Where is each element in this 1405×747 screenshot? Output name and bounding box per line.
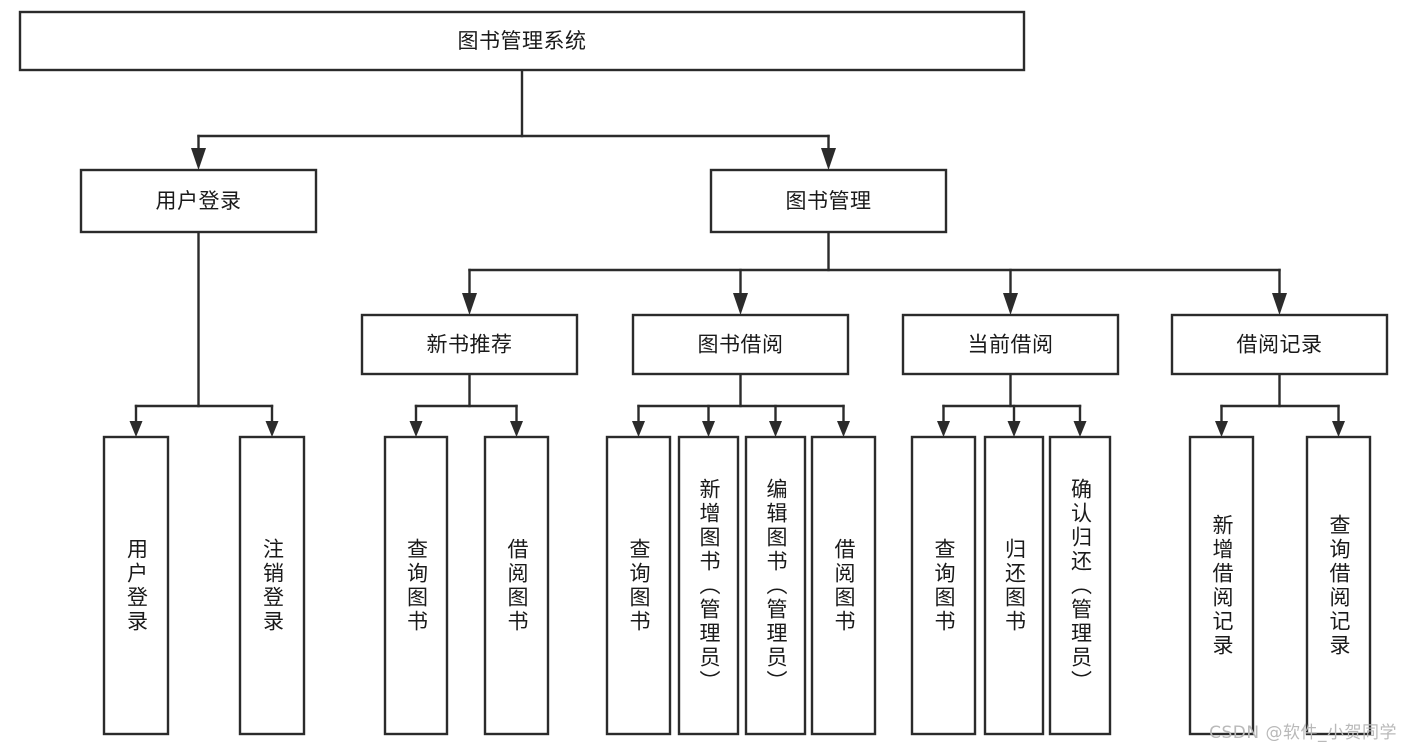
- node-label-leaf-user-login: 用户登录: [124, 537, 149, 634]
- node-label-leaf-query-book-2: 查询图书: [627, 537, 651, 634]
- level3-node-box[interactable]: [360, 313, 579, 376]
- arrow-head-leaf-query-book-3: [937, 421, 950, 437]
- arrow-head-leaf-query-book-1: [409, 421, 423, 437]
- node-label-root: 图书管理系统: [458, 29, 587, 53]
- arrow-head-leaf-add-record: [1215, 421, 1228, 437]
- node-leaf-add-book[interactable]: [677, 435, 740, 736]
- node-label-new-book-recommend: 新书推荐: [427, 333, 513, 357]
- node-label-leaf-query-record: 查询借阅记录: [1327, 513, 1351, 658]
- arrow-head-leaf-logout-login: [265, 421, 279, 437]
- node-user-login[interactable]: 用户登录: [79, 168, 318, 234]
- leaf-node-box[interactable]: [483, 435, 550, 736]
- arrow-head-new-book-recommend: [462, 293, 477, 315]
- node-label-leaf-confirm-return: 确认归还（管理员）: [1068, 477, 1093, 694]
- level3-node-box[interactable]: [631, 313, 850, 376]
- node-label-leaf-logout-login: 注销登录: [260, 537, 285, 634]
- node-leaf-user-login[interactable]: [102, 435, 170, 736]
- leaf-node-box[interactable]: [1048, 435, 1112, 736]
- node-book-manage[interactable]: 图书管理: [709, 168, 948, 234]
- node-leaf-query-book-1[interactable]: [383, 435, 449, 736]
- leaf-node-box[interactable]: [102, 435, 170, 736]
- node-label-book-borrow: 图书借阅: [698, 333, 784, 357]
- leaf-node-box[interactable]: [810, 435, 877, 736]
- node-label-book-manage: 图书管理: [786, 189, 872, 213]
- arrow-head-borrow-record: [1272, 293, 1287, 315]
- node-label-leaf-query-book-1: 查询图书: [404, 537, 429, 634]
- leaf-node-box[interactable]: [1305, 435, 1372, 736]
- node-label-leaf-add-book: 新增图书（管理员）: [697, 477, 721, 694]
- leaf-node-box[interactable]: [910, 435, 977, 736]
- watermark: CSDN @软件_小贺同学: [1209, 723, 1397, 743]
- node-leaf-add-record[interactable]: [1188, 435, 1255, 736]
- arrow-head-leaf-borrow-book-2: [837, 421, 850, 437]
- node-label-leaf-borrow-book-2: 借阅图书: [832, 537, 856, 634]
- arrow-head-leaf-user-login: [129, 421, 143, 437]
- node-leaf-borrow-book-2[interactable]: [810, 435, 877, 736]
- node-new-book-recommend[interactable]: 新书推荐: [360, 313, 579, 376]
- node-borrow-record[interactable]: 借阅记录: [1170, 313, 1389, 376]
- node-label-leaf-borrow-book-1: 借阅图书: [505, 537, 529, 634]
- node-leaf-logout-login[interactable]: [238, 435, 306, 736]
- node-label-leaf-edit-book: 编辑图书（管理员）: [764, 477, 788, 694]
- node-current-borrow[interactable]: 当前借阅: [901, 313, 1120, 376]
- level2-node-box[interactable]: [709, 168, 948, 234]
- node-leaf-query-record[interactable]: [1305, 435, 1372, 736]
- node-leaf-edit-book[interactable]: [744, 435, 807, 736]
- arrow-head-leaf-edit-book: [769, 421, 782, 437]
- node-label-user-login: 用户登录: [156, 189, 242, 213]
- node-label-borrow-record: 借阅记录: [1237, 333, 1323, 357]
- leaf-node-box[interactable]: [983, 435, 1045, 736]
- node-label-leaf-add-record: 新增借阅记录: [1210, 513, 1234, 658]
- arrow-head-leaf-add-book: [702, 421, 715, 437]
- arrow-head-book-borrow: [733, 293, 748, 315]
- leaf-node-box[interactable]: [677, 435, 740, 736]
- arrow-head-leaf-borrow-book-1: [510, 421, 523, 437]
- node-root[interactable]: 图书管理系统: [18, 10, 1026, 72]
- arrow-head-book-manage: [821, 148, 836, 170]
- arrow-head-leaf-query-record: [1332, 421, 1345, 437]
- leaf-node-box[interactable]: [238, 435, 306, 736]
- level2-node-box[interactable]: [79, 168, 318, 234]
- edges-layer: [129, 68, 1345, 437]
- leaf-node-box[interactable]: [1188, 435, 1255, 736]
- node-label-leaf-return-book: 归还图书: [1002, 537, 1027, 634]
- leaf-node-box[interactable]: [605, 435, 672, 736]
- node-label-leaf-query-book-3: 查询图书: [932, 537, 956, 634]
- arrow-head-leaf-confirm-return: [1073, 421, 1087, 437]
- level3-node-box[interactable]: [901, 313, 1120, 376]
- arrow-head-user-login: [191, 148, 206, 170]
- node-leaf-borrow-book-1[interactable]: [483, 435, 550, 736]
- arrow-head-leaf-query-book-2: [632, 421, 645, 437]
- arrow-head-leaf-return-book: [1007, 421, 1021, 437]
- node-book-borrow[interactable]: 图书借阅: [631, 313, 850, 376]
- arrow-head-current-borrow: [1003, 293, 1018, 315]
- level3-node-box[interactable]: [1170, 313, 1389, 376]
- node-leaf-query-book-3[interactable]: [910, 435, 977, 736]
- node-leaf-return-book[interactable]: [983, 435, 1045, 736]
- leaf-node-box[interactable]: [383, 435, 449, 736]
- leaf-node-box[interactable]: [744, 435, 807, 736]
- node-leaf-query-book-2[interactable]: [605, 435, 672, 736]
- node-label-current-borrow: 当前借阅: [968, 333, 1054, 357]
- root-node-box[interactable]: [18, 10, 1026, 72]
- node-leaf-confirm-return[interactable]: [1048, 435, 1112, 736]
